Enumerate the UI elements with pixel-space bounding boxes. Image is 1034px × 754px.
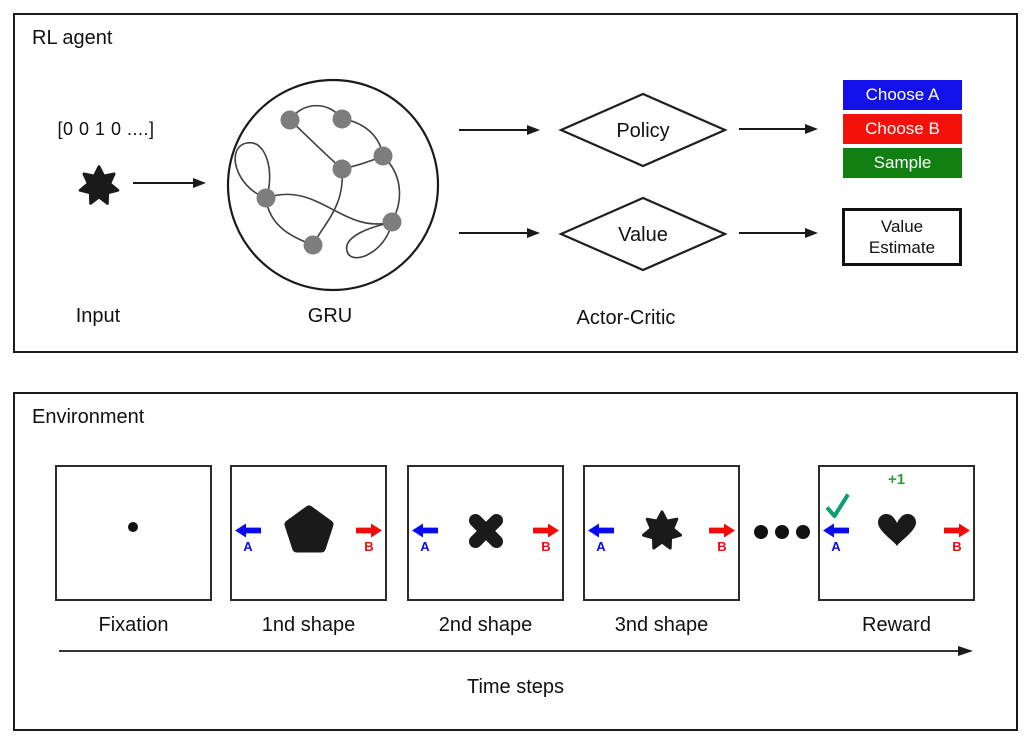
reward-plus-one: +1 <box>887 471 906 488</box>
screen-label-shape-2: 2nd shape <box>438 614 533 636</box>
value-diamond: Value <box>558 196 728 272</box>
sample-box: Sample <box>843 148 962 178</box>
arrow-value-to-estimate-icon <box>739 228 818 238</box>
choose-a-box: Choose A <box>843 80 962 110</box>
dot-icon <box>775 525 789 539</box>
environment-title: Environment <box>32 406 145 428</box>
policy-label: Policy <box>616 120 669 142</box>
input-vector-text: [0 0 1 0 ....] <box>57 119 155 139</box>
gru-label: GRU <box>307 305 353 327</box>
time-steps-arrow-icon <box>59 646 973 656</box>
actor-critic-label: Actor-Critic <box>576 307 676 329</box>
key-a-label: A <box>831 539 841 554</box>
key-a-label: A <box>243 539 253 554</box>
screen-shape-3: A B <box>583 465 740 601</box>
dot-icon <box>796 525 810 539</box>
screen-label-fixation: Fixation <box>98 614 169 636</box>
key-b-label: B <box>541 539 551 554</box>
key-a-label: A <box>420 539 430 554</box>
key-a-label: A <box>596 539 606 554</box>
star-shape-icon <box>641 510 682 550</box>
screen-shape-1: A B <box>230 465 387 601</box>
input-star-icon <box>78 165 120 205</box>
key-a-left-arrow-icon <box>823 523 849 538</box>
pentagon-shape-icon <box>284 505 333 553</box>
environment-panel: Environment A B A <box>13 392 1018 731</box>
key-a-left-arrow-icon <box>588 523 614 538</box>
key-b-label: B <box>364 539 374 554</box>
rl-agent-title: RL agent <box>32 27 113 49</box>
value-estimate-line1: Value <box>880 216 924 236</box>
arrow-policy-to-actions-icon <box>739 124 818 134</box>
key-b-right-arrow-icon <box>944 523 970 538</box>
dot-icon <box>754 525 768 539</box>
key-b-right-arrow-icon <box>533 523 559 538</box>
rl-agent-panel: RL agent [0 0 1 0 ....] <box>13 13 1018 353</box>
value-estimate-line2: Estimate <box>868 238 936 257</box>
value-estimate-box: Value Estimate <box>842 208 962 266</box>
screen-fixation <box>55 465 212 601</box>
key-b-label: B <box>952 539 962 554</box>
choose-b-box: Choose B <box>843 114 962 144</box>
heart-icon <box>877 513 916 546</box>
key-b-right-arrow-icon <box>356 523 382 538</box>
key-a-left-arrow-icon <box>235 523 261 538</box>
screen-label-shape-1: 1nd shape <box>261 614 356 636</box>
key-b-right-arrow-icon <box>709 523 735 538</box>
key-b-label: B <box>717 539 727 554</box>
screen-label-reward: Reward <box>862 614 931 636</box>
key-a-left-arrow-icon <box>412 523 438 538</box>
arrow-gru-to-policy-icon <box>459 125 540 135</box>
cross-shape-icon <box>468 514 503 548</box>
arrow-input-to-gru-icon <box>133 178 206 188</box>
screen-reward: +1 A B <box>818 465 975 601</box>
timestep-ellipsis-icon <box>754 525 810 539</box>
gru-network-icon <box>226 78 440 292</box>
arrow-gru-to-value-icon <box>459 228 540 238</box>
time-steps-label: Time steps <box>466 676 565 698</box>
fixation-dot-icon <box>128 522 138 532</box>
screen-label-shape-3: 3nd shape <box>614 614 709 636</box>
input-label: Input <box>75 305 121 327</box>
checkmark-icon <box>825 493 850 518</box>
screen-shape-2: A B <box>407 465 564 601</box>
value-label: Value <box>618 224 668 246</box>
policy-diamond: Policy <box>558 92 728 168</box>
